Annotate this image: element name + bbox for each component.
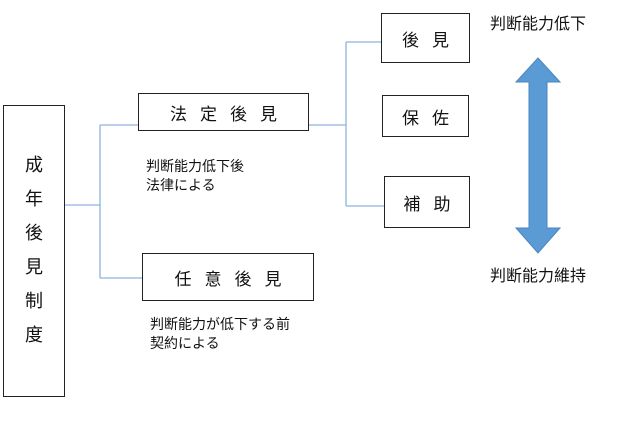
legal-guardianship-note: 判断能力低下後 法律による [146, 159, 244, 194]
capacity-maintained-label: 判断能力維持 [490, 266, 587, 285]
guardian-type-box: 後見 [381, 13, 470, 63]
double-arrow-icon [514, 57, 562, 254]
adult-guardianship-box: 成 年 後 見 制 度 [3, 105, 65, 397]
voluntary-guardianship-note: 判断能力が低下する前 契約による [150, 317, 290, 352]
assistant-type-box: 補助 [384, 176, 470, 228]
assistant-type-label: 補助 [403, 194, 464, 215]
guardian-type-label: 後見 [402, 30, 462, 51]
voluntary-guardianship-label: 任意後見 [174, 269, 295, 290]
curator-type-label: 保佐 [402, 108, 462, 129]
legal-guardianship-label: 法定後見 [170, 104, 290, 125]
voluntary-guardianship-box: 任意後見 [142, 253, 314, 301]
capacity-decline-label: 判断能力低下 [490, 14, 587, 33]
curator-type-box: 保佐 [382, 95, 469, 137]
legal-guardianship-box: 法定後見 [138, 93, 309, 131]
adult-guardianship-label: 成 年 後 見 制 度 [25, 155, 43, 346]
